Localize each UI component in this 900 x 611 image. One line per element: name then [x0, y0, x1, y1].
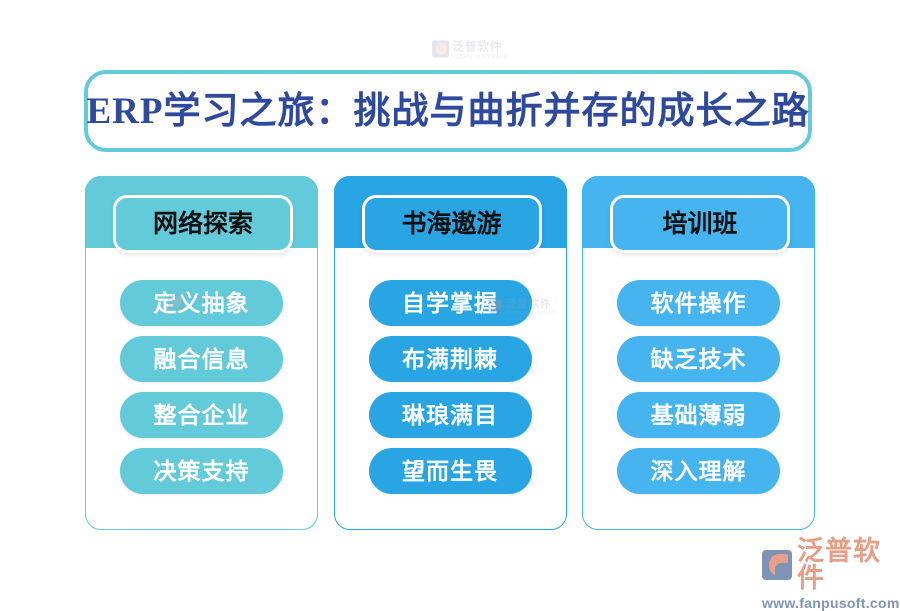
list-item[interactable]: 自学掌握: [368, 280, 532, 326]
list-item[interactable]: 布满荆棘: [368, 336, 532, 382]
columns-container: 网络探索 定义抽象 融合信息 整合企业 决策支持: [85, 176, 815, 530]
card-column-2[interactable]: 书海遨游 自学掌握 布满荆棘 琳琅满目 望而生畏: [333, 176, 567, 530]
list-item[interactable]: 深入理解: [617, 448, 780, 494]
card-header-label-1: 网络探索: [152, 210, 253, 238]
list-item[interactable]: 定义抽象: [120, 280, 283, 326]
watermark-sub: FANPU SOFTWARE: [452, 54, 509, 60]
list-item-label: 布满荆棘: [402, 346, 498, 372]
list-item-label: 软件操作: [650, 290, 747, 316]
list-item-label: 深入理解: [650, 458, 747, 484]
list-item[interactable]: 整合企业: [120, 392, 283, 438]
card-header-label-2: 书海遨游: [401, 210, 502, 238]
list-item[interactable]: 决策支持: [120, 448, 283, 494]
list-item[interactable]: 琳琅满目: [368, 392, 532, 438]
brand-name: 泛普软件: [797, 536, 881, 593]
fanpu-swoosh-icon: [762, 550, 792, 580]
list-item[interactable]: 融合信息: [120, 336, 283, 382]
list-item-label: 缺乏技术: [650, 346, 747, 372]
list-item-label: 融合信息: [153, 346, 250, 372]
list-item-label: 琳琅满目: [402, 402, 498, 428]
watermark-name: 泛普软件: [452, 40, 503, 54]
brand-logo-row: 泛普软件: [762, 538, 894, 592]
list-item-label: 决策支持: [153, 458, 250, 484]
card-items-3: 软件操作 缺乏技术 基础薄弱 深入理解: [582, 280, 815, 494]
card-column-3[interactable]: 培训班 软件操作 缺乏技术 基础薄弱 深入理解: [582, 176, 815, 530]
list-item-label: 望而生畏: [402, 458, 498, 484]
list-item-label: 整合企业: [153, 402, 250, 428]
list-item[interactable]: 缺乏技术: [617, 336, 780, 382]
card-items-1: 定义抽象 融合信息 整合企业 决策支持: [85, 280, 318, 494]
card-header-2[interactable]: 书海遨游: [361, 195, 542, 253]
list-item-label: 自学掌握: [402, 290, 498, 316]
card-column-1[interactable]: 网络探索 定义抽象 融合信息 整合企业 决策支持: [85, 176, 318, 530]
fanpu-swoosh-icon: [432, 40, 450, 58]
list-item-label: 基础薄弱: [650, 402, 747, 428]
card-items-2: 自学掌握 布满荆棘 琳琅满目 望而生畏: [334, 280, 567, 494]
card-header-3[interactable]: 培训班: [610, 195, 790, 253]
list-item[interactable]: 基础薄弱: [617, 392, 780, 438]
brand-logo: 泛普软件 www.fanpusoft.com: [762, 538, 899, 611]
watermark-top: 泛普软件 FANPU SOFTWARE: [432, 38, 508, 60]
list-item-label: 定义抽象: [153, 290, 250, 316]
card-header-label-3: 培训班: [662, 210, 738, 238]
brand-url: www.fanpusoft.com: [762, 595, 900, 611]
list-item[interactable]: 软件操作: [617, 280, 780, 326]
page-title-box: ERP学习之旅：挑战与曲折并存的成长之路: [84, 70, 812, 152]
card-header-1[interactable]: 网络探索: [113, 195, 293, 253]
list-item[interactable]: 望而生畏: [368, 448, 532, 494]
page-title: ERP学习之旅：挑战与曲折并存的成长之路: [86, 90, 810, 132]
